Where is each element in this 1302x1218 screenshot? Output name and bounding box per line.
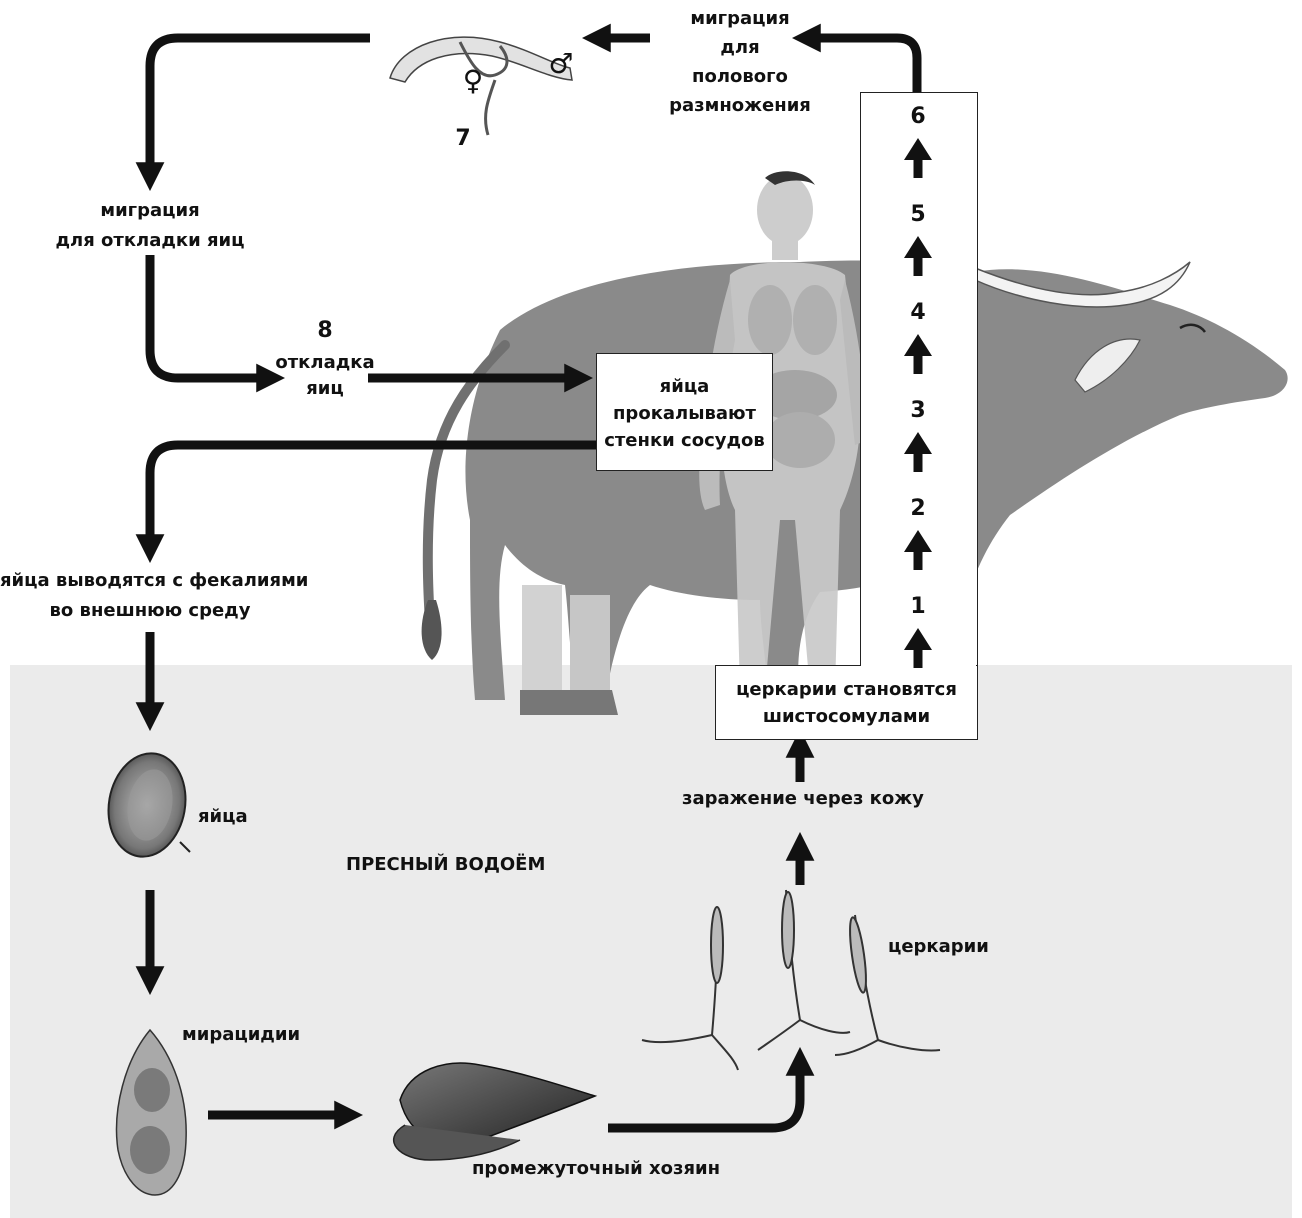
- cercariae-label: церкарии: [888, 936, 989, 957]
- egg-laying-number: 8: [317, 318, 333, 343]
- egg-laying-label: откладка яиц: [275, 352, 375, 399]
- worms-number: 7: [455, 126, 471, 151]
- stage-number-4: 4: [910, 300, 926, 325]
- migration-egg-laying-label: миграция для откладки яиц: [55, 200, 245, 251]
- stage-number-3: 3: [910, 398, 926, 423]
- snail-illustration: [392, 1062, 598, 1161]
- intermediate-host-label: промежуточный хозяин: [472, 1158, 721, 1179]
- eggs-pierce-label: яйца прокалывают стенки сосудов: [604, 376, 765, 451]
- stage-number-1: 1: [910, 594, 926, 619]
- eggs-excreted-label: яйца выводятся с фекалиями во внешнюю ср…: [0, 570, 309, 621]
- schistosomula-box: [715, 665, 978, 740]
- male-symbol: ♂: [548, 47, 574, 80]
- migration-reproduction-label: миграция для полового размножения: [669, 8, 811, 116]
- stage-number-6: 6: [910, 104, 926, 129]
- schistosomula-label: церкарии становятся шистосомулами: [736, 679, 957, 727]
- skin-infection-label: заражение через кожу: [682, 788, 924, 809]
- eggs-label: яйца: [198, 806, 248, 827]
- arrow-to-egg-laying: [145, 255, 286, 393]
- stage-number-2: 2: [910, 496, 926, 521]
- cercariae-illustration: [641, 889, 941, 1071]
- eggs-pierce-box: [596, 353, 773, 471]
- arrow-worms-to-egg-migration: [135, 33, 370, 192]
- egg-illustration: [107, 752, 191, 858]
- miracidia-label: мирацидии: [182, 1024, 301, 1045]
- stack-box-join: [861, 664, 976, 668]
- adult-worms-pair: [389, 36, 573, 136]
- freshwater-label: ПРЕСНЫЙ ВОДОЁМ: [346, 854, 546, 875]
- miracidium-illustration: [115, 1028, 187, 1196]
- arrow-snail-to-cercariae: [608, 1046, 815, 1133]
- freshwater-area: [10, 665, 1292, 1218]
- arrow-box-to-excretion: [135, 440, 596, 564]
- female-symbol: ♀: [462, 64, 484, 97]
- stage-number-5: 5: [910, 202, 926, 227]
- cycle-arrows: [135, 23, 922, 1133]
- arrow-stack-to-migration: [791, 23, 922, 92]
